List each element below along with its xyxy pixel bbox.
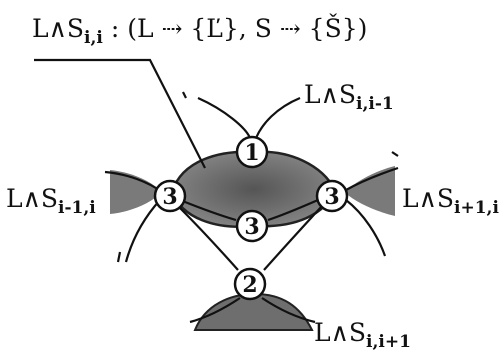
title-main: L∧S (32, 14, 85, 43)
title-rest: : (L ⇢ {Ľ}, S ⇢ {Š}) (110, 14, 368, 43)
label-top-right: L∧Si,i-1 (304, 82, 394, 113)
label-left-main: L∧S (6, 184, 59, 213)
edge-left-to-bottom (177, 205, 239, 271)
top-dash (182, 91, 187, 99)
label-top-right-sub: i,i-1 (356, 94, 394, 114)
node-center: 3 (235, 209, 269, 243)
title-sub: i,i (84, 28, 103, 48)
edge-right-to-center (267, 198, 319, 222)
title-leader-line (34, 58, 206, 169)
top-arc-left (197, 96, 252, 139)
node-right-number: 3 (324, 184, 339, 210)
right-shaded-region (344, 166, 395, 216)
label-bottom: L∧Si,i+1 (314, 320, 411, 351)
label-left-sub: i-1,i (58, 198, 96, 218)
label-top-right-main: L∧S (304, 80, 357, 109)
bottom-arc-right (261, 297, 316, 324)
node-right: 3 (315, 179, 349, 213)
top-arc-right (254, 96, 301, 139)
left-shaded-region (110, 170, 162, 214)
title-label: L∧Si,i : (L ⇢ {Ľ}, S ⇢ {Š}) (32, 16, 367, 47)
left-arc-lower (124, 199, 161, 263)
left-dash (116, 251, 122, 263)
node-bottom-number: 2 (242, 272, 257, 298)
node-center-number: 3 (244, 214, 259, 240)
node-bottom: 2 (233, 267, 267, 301)
label-bottom-main: L∧S (314, 318, 367, 347)
right-arc-upper (345, 166, 399, 191)
node-left: 3 (153, 179, 187, 213)
label-right-main: L∧S (402, 184, 455, 213)
node-top: 1 (235, 135, 269, 169)
right-dash (391, 151, 399, 157)
node-left-number: 3 (162, 184, 177, 210)
node-top-number: 1 (244, 140, 259, 166)
edge-left-to-center (179, 198, 237, 222)
right-arc-lower (345, 199, 387, 257)
bottom-arc-left (189, 297, 241, 324)
label-left: L∧Si-1,i (6, 186, 96, 217)
label-right: L∧Si+1,i (402, 186, 499, 217)
label-bottom-sub: i,i+1 (366, 332, 411, 352)
label-right-sub: i+1,i (454, 198, 499, 218)
edge-right-to-bottom (263, 205, 323, 271)
